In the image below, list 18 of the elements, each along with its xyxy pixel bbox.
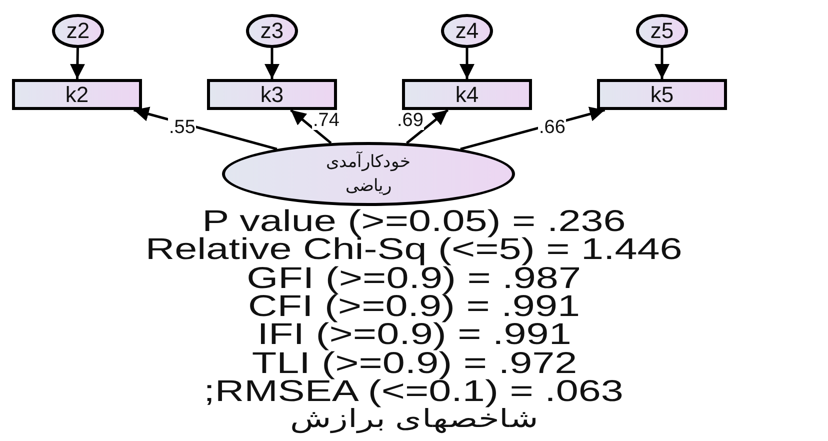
arrow [406,109,449,144]
arrow [70,48,85,80]
edge-label: .74 [312,111,340,130]
arrow [264,48,280,79]
error-term-circle: z2 [52,14,104,48]
error-term-circle: z5 [636,14,688,48]
observed-variable-box: k2 [12,79,142,110]
latent-variable-ellipse: خودکارآمدی ریاضی [222,142,515,206]
error-term-circle: z4 [441,14,493,48]
arrow [290,109,332,144]
fit-index-text: P value (>=0.05) = .236 [202,207,626,236]
arrow [460,48,474,79]
edge-label: .69 [396,111,424,130]
error-term-circle: z3 [246,14,298,48]
arrow [654,48,670,79]
observed-variable-box: k3 [207,79,337,110]
observed-variable-box: k5 [597,79,727,110]
observed-variable-box: k4 [402,79,532,110]
